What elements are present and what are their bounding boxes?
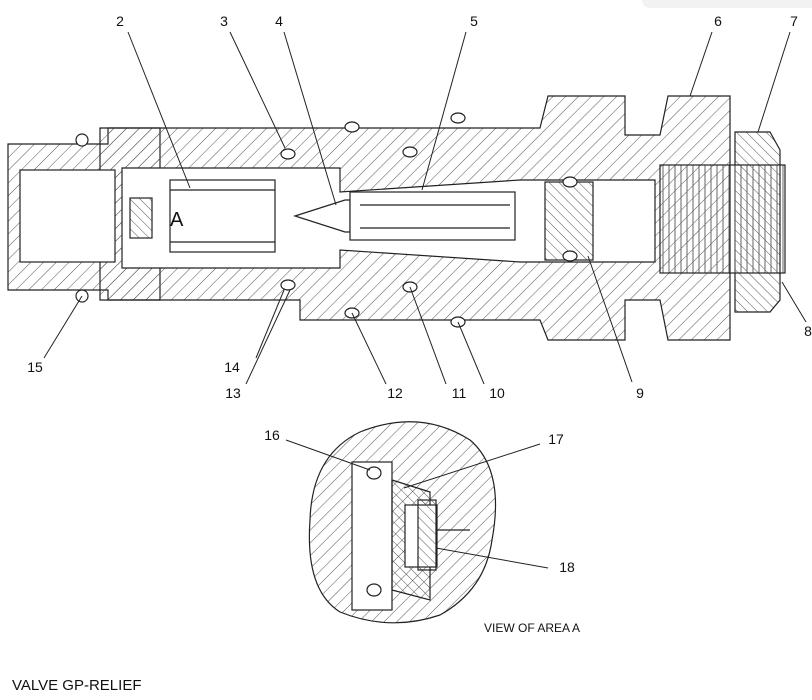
area-a-detail [129,197,153,239]
o-rings [75,112,578,328]
caption: VALVE GP-RELIEF [12,677,142,694]
detail-o-ring [366,466,382,480]
callout-18: 18 [559,559,575,575]
callout-5: 5 [470,13,478,29]
detail-view-area-a [285,421,549,624]
callout-6: 6 [714,13,722,29]
callout-10: 10 [489,385,505,401]
piston [169,179,276,253]
callout-13: 13 [225,385,241,401]
callout-14: 14 [224,359,240,375]
area-marker: A [170,209,184,231]
main-section-view: A [7,31,807,385]
leader-lines [43,31,807,385]
spring-seat [544,181,594,261]
callout-11: 11 [452,385,467,401]
stem [349,191,516,241]
callout-2: 2 [116,13,124,29]
window-corner [642,0,812,8]
view-label: VIEW OF AREA A [484,621,580,635]
adjuster-screw [659,164,786,274]
callout-15: 15 [27,359,43,375]
callout-16: 16 [264,427,280,443]
callout-4: 4 [275,13,283,29]
callout-17: 17 [548,431,564,447]
callout-9: 9 [636,385,644,401]
callout-12: 12 [387,385,403,401]
callout-7: 7 [790,13,798,29]
callout-3: 3 [220,13,228,29]
callout-labels: 2 3 4 5 6 7 8 9 10 11 12 13 14 15 16 17 … [27,13,812,575]
callout-8: 8 [804,323,812,339]
